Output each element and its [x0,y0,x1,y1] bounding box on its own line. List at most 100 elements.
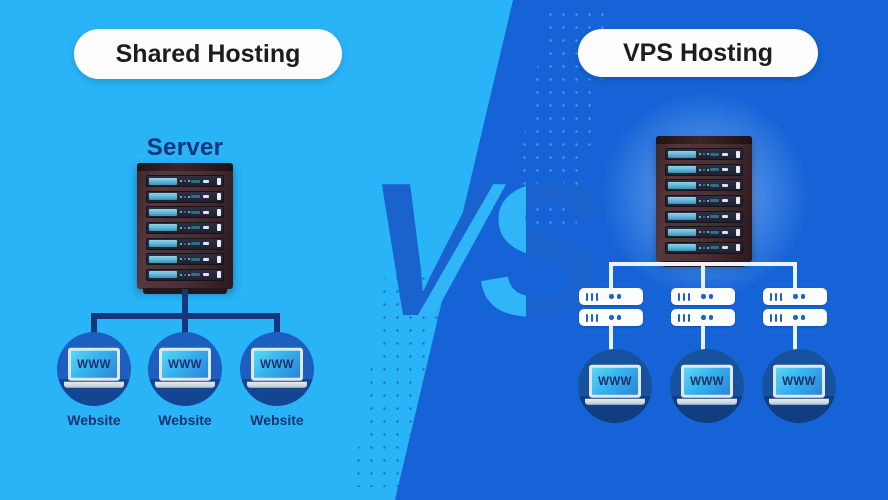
unit-screen-icon [149,177,177,185]
vps-hosting-title-pill: VPS Hosting [578,29,818,77]
vps-website-node-2[interactable]: WWW [670,349,744,423]
unit-leds-icon [696,152,736,156]
vps-server-icon-bottom [579,309,643,326]
vps-node-3[interactable] [763,288,827,330]
vps-website-connector-2 [701,326,705,350]
laptop-base [769,398,829,405]
vps-website-node-3[interactable]: WWW [762,349,836,423]
website-circle: WWW [578,349,652,423]
website-circle: WWW [57,332,131,406]
unit-leds-icon [696,230,736,234]
unit-leds-icon [177,273,217,277]
rack-unit [665,210,743,223]
unit-drive-icon [217,240,221,248]
unit-leds-icon [696,199,736,203]
unit-leds-icon [177,226,217,230]
unit-drive-icon [217,271,221,279]
vps-server-icon-top [671,288,735,305]
website-node-3[interactable]: WWW Website [240,332,314,428]
laptop-screen: WWW [776,367,822,395]
unit-screen-icon [668,244,696,252]
vps-lines-icon [770,292,783,301]
shared-server-rack [137,163,233,294]
vps-lines-icon [586,292,599,301]
laptop-base [64,381,124,388]
rack-units [146,175,224,281]
unit-screen-icon [668,197,696,205]
rack-unit [665,241,743,254]
website-circle: WWW [240,332,314,406]
vps-lines-icon [678,313,691,322]
unit-leds-icon [177,210,217,214]
unit-drive-icon [217,224,221,232]
vps-node-1[interactable] [579,288,643,330]
rack-unit [665,226,743,239]
rack-unit [146,206,224,219]
vps-website-connector-3 [793,326,797,350]
connector-vertical-trunk [182,289,188,315]
unit-screen-icon [149,224,177,232]
vps-connector-drop-2 [701,262,705,288]
rack-unit [146,175,224,187]
website-node-2[interactable]: WWW Website [148,332,222,428]
laptop-screen: WWW [592,367,638,395]
vps-website-node-1[interactable]: WWW [578,349,652,423]
unit-screen-icon [668,213,696,221]
shared-hosting-title-pill: Shared Hosting [74,29,342,79]
unit-screen-icon [668,181,696,189]
rack-unit [146,237,224,250]
vps-dots-icon [793,294,806,299]
rack-unit [146,253,224,266]
laptop-icon: WWW [64,347,124,388]
unit-leds-icon [696,183,736,187]
website-node-1[interactable]: WWW Website [57,332,131,428]
connector-drop-1 [91,313,97,341]
laptop-icon: WWW [247,347,307,388]
rack-units [665,148,743,254]
rack-cabinet-top [137,163,233,171]
connector-drop-3 [274,313,280,341]
unit-drive-icon [217,208,221,216]
laptop-lid: WWW [251,347,303,381]
laptop-icon: WWW [677,364,737,405]
unit-leds-icon [696,215,736,219]
vps-hosting-title: VPS Hosting [622,38,773,67]
laptop-screen: WWW [684,367,730,395]
vps-node-2[interactable] [671,288,735,330]
unit-leds-icon [696,246,736,250]
unit-drive-icon [217,193,221,201]
website-circle: WWW [762,349,836,423]
unit-drive-icon [736,228,740,236]
vps-lines-icon [678,292,691,301]
unit-drive-icon [736,213,740,221]
laptop-screen: WWW [71,350,117,378]
vps-website-connector-1 [609,326,613,350]
website-label: Website [250,412,304,428]
website-label: Website [67,412,121,428]
laptop-lid: WWW [159,347,211,381]
unit-drive-icon [736,244,740,252]
vps-dots-icon [701,294,714,299]
unit-drive-icon [736,181,740,189]
unit-drive-icon [736,197,740,205]
vps-dots-icon [609,315,622,320]
rack-cabinet-top [656,136,752,144]
unit-screen-icon [149,240,177,248]
vps-dots-icon [793,315,806,320]
website-circle: WWW [670,349,744,423]
website-label: Website [158,412,212,428]
laptop-icon: WWW [155,347,215,388]
unit-leds-icon [177,242,217,246]
rack-unit [146,221,224,234]
unit-drive-icon [217,255,221,263]
unit-drive-icon [736,150,740,158]
rack-unit [665,179,743,192]
laptop-icon: WWW [769,364,829,405]
laptop-base [677,398,737,405]
vps-server-rack [656,136,752,267]
laptop-lid: WWW [68,347,120,381]
connector-drop-2 [182,313,188,341]
server-label: Server [146,134,224,161]
unit-screen-icon [668,166,696,174]
laptop-base [585,398,645,405]
